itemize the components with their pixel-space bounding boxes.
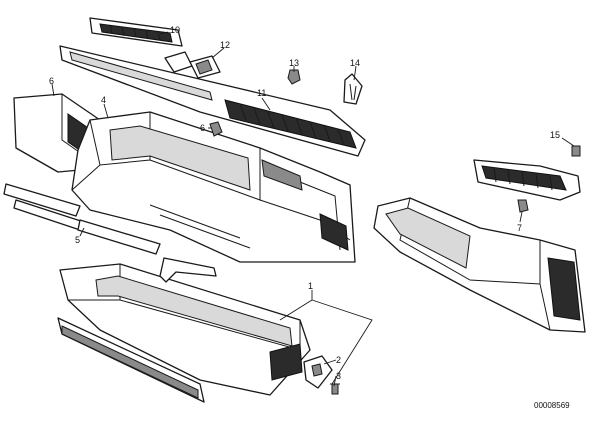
part-5-strips — [3, 183, 161, 255]
callout-7: 7 — [517, 223, 522, 233]
callout-5: 5 — [75, 235, 80, 245]
callout-10: 10 — [170, 25, 180, 35]
part-12-clips — [164, 51, 221, 79]
part-13-fastener — [287, 69, 301, 85]
callout-4: 4 — [101, 95, 106, 105]
part-2-bracket — [303, 355, 333, 389]
callout-12: 12 — [220, 40, 230, 50]
reference-number: 00008569 — [534, 401, 570, 410]
part-11-trim-strip — [59, 45, 366, 157]
callout-1: 1 — [308, 281, 313, 291]
callout-6-left: 6 — [49, 76, 54, 86]
part-4-main-duct — [71, 111, 356, 263]
callout-6-right: 6 — [200, 123, 205, 133]
part-7-fastener — [517, 199, 529, 213]
callout-3: 3 — [336, 371, 341, 381]
part-7-right-duct — [373, 197, 586, 333]
leader-lines — [51, 31, 575, 387]
part-3-screw — [330, 383, 340, 395]
part-6-fastener — [209, 121, 223, 137]
callout-11: 11 — [257, 88, 266, 98]
part-15-screw — [571, 145, 581, 157]
callout-15: 15 — [550, 130, 560, 140]
callout-14: 14 — [350, 58, 360, 68]
part-hook — [159, 257, 217, 283]
part-10-grille — [89, 17, 183, 47]
part-right-grille — [473, 159, 581, 201]
callout-labels: 10 12 13 14 11 6 4 6 5 1 2 3 7 15 — [49, 25, 560, 381]
part-14-clip — [343, 73, 363, 105]
part-1-lower-duct — [57, 263, 311, 403]
callout-13: 13 — [289, 58, 299, 68]
callout-2: 2 — [336, 355, 341, 365]
